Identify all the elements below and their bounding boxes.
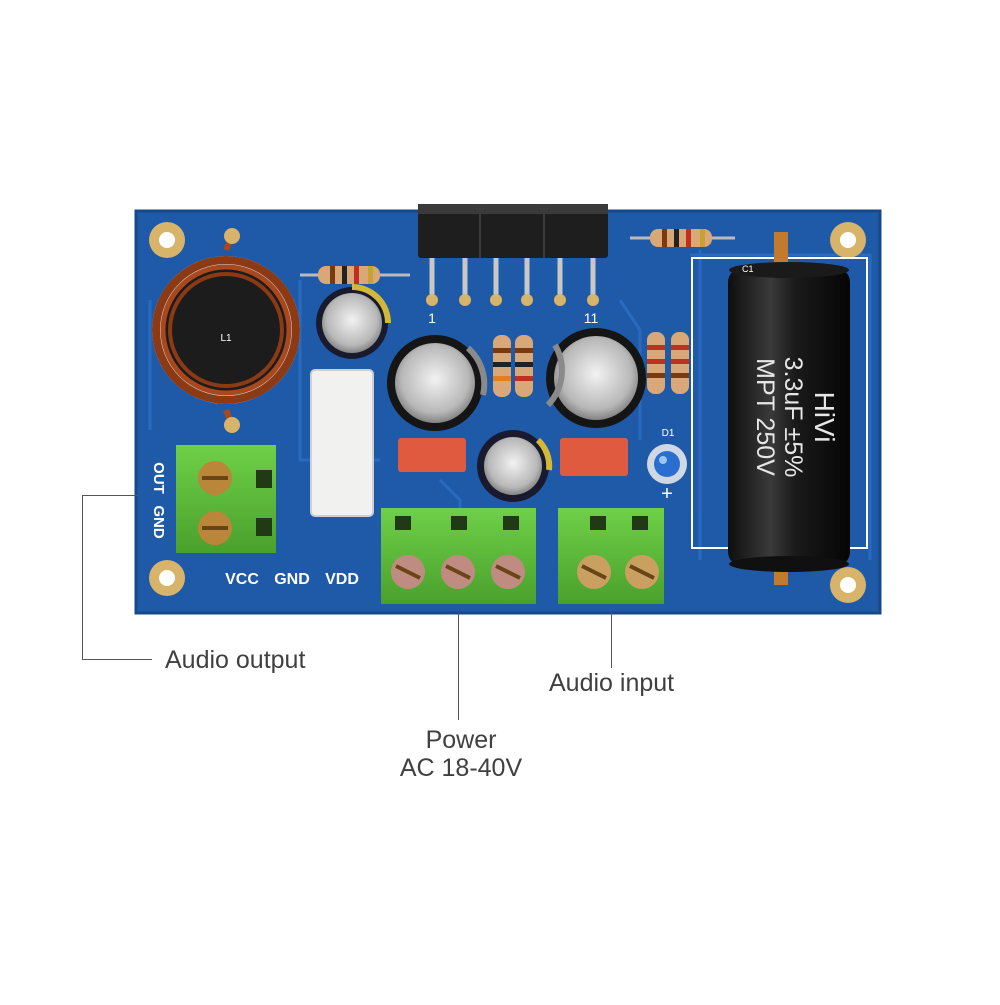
film-cap-value: 3.3uF ±5% bbox=[779, 357, 807, 478]
led-ref: D1 bbox=[662, 428, 675, 439]
power-callout-line1: Power bbox=[425, 726, 497, 754]
capacitor-large-left bbox=[387, 335, 488, 431]
input-terminal-block bbox=[558, 508, 664, 604]
resistor-top-left bbox=[300, 266, 410, 284]
film-cap-brand: HiVi bbox=[809, 392, 840, 443]
out-label: OUT bbox=[150, 462, 167, 494]
inductor-coil bbox=[152, 228, 300, 433]
inductor-ref: L1 bbox=[220, 333, 232, 344]
resistors-vertical bbox=[493, 332, 689, 397]
mounting-holes bbox=[149, 222, 866, 603]
vcc-label: VCC bbox=[225, 571, 259, 588]
capacitor-small-top bbox=[316, 284, 391, 359]
film-capacitor bbox=[691, 232, 868, 585]
box-capacitor-right bbox=[560, 438, 628, 476]
film-cap-ref: C1 bbox=[742, 264, 754, 274]
resistor-top-right bbox=[630, 229, 735, 247]
box-capacitor-left bbox=[398, 438, 466, 472]
audio-output-leader-h-top bbox=[82, 495, 138, 496]
output-terminal-block bbox=[176, 445, 276, 553]
power-resistor bbox=[310, 369, 374, 517]
capacitor-small-bottom bbox=[477, 430, 553, 502]
power-leader bbox=[458, 612, 459, 720]
audio-input-callout: Audio input bbox=[549, 669, 675, 697]
audio-output-leader-v bbox=[82, 495, 83, 660]
gnd-label: GND bbox=[150, 505, 167, 539]
capacitor-large-right bbox=[545, 328, 646, 428]
gnd-label-power: GND bbox=[274, 571, 310, 588]
audio-output-callout: Audio output bbox=[165, 646, 306, 674]
audio-output-leader-h-bottom bbox=[82, 659, 152, 660]
film-cap-markings: HiVi 3.3uF ±5% MPT 250V bbox=[751, 357, 840, 478]
pin-11-label: 11 bbox=[584, 310, 599, 326]
led-polarity-mark: + bbox=[661, 483, 673, 505]
power-callout-line2: AC 18-40V bbox=[399, 754, 523, 782]
film-cap-type: MPT 250V bbox=[751, 358, 779, 476]
power-terminal-block bbox=[381, 508, 536, 604]
audio-input-leader bbox=[611, 612, 612, 668]
led-indicator bbox=[647, 444, 687, 484]
vdd-label: VDD bbox=[325, 571, 359, 588]
amplifier-ic bbox=[418, 204, 608, 306]
pin-1-label: 1 bbox=[428, 310, 436, 326]
out-gnd-silkscreen: OUT GND bbox=[150, 462, 167, 539]
